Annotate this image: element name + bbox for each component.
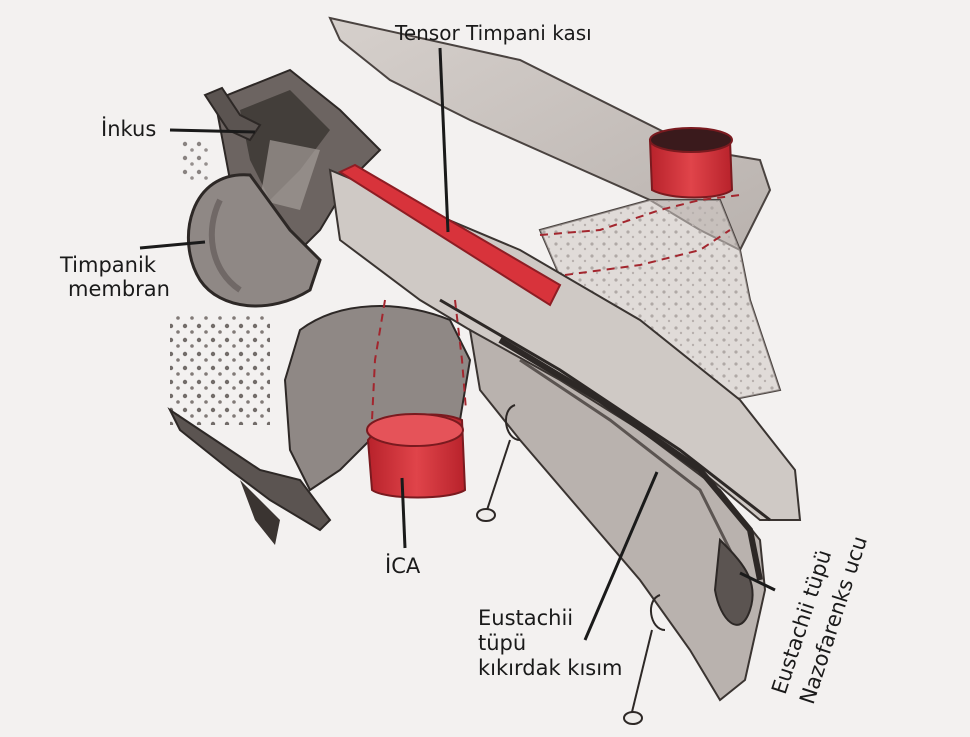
label-timpanik-line1: Timpanik	[60, 254, 156, 276]
label-eustachii-line3: kıkırdak kısım	[478, 657, 623, 679]
label-inkus: İnkus	[101, 118, 156, 140]
label-tensor-timpani: Tensor Timpani kası	[395, 22, 592, 44]
label-eustachii-line1: Eustachii	[478, 607, 573, 629]
mastoid-air-cells	[170, 315, 270, 425]
label-ica: İCA	[385, 555, 420, 577]
label-timpanik-line2: membran	[68, 278, 170, 300]
leader-inkus	[170, 130, 255, 132]
label-eustachii-line2: tüpü	[478, 632, 526, 654]
